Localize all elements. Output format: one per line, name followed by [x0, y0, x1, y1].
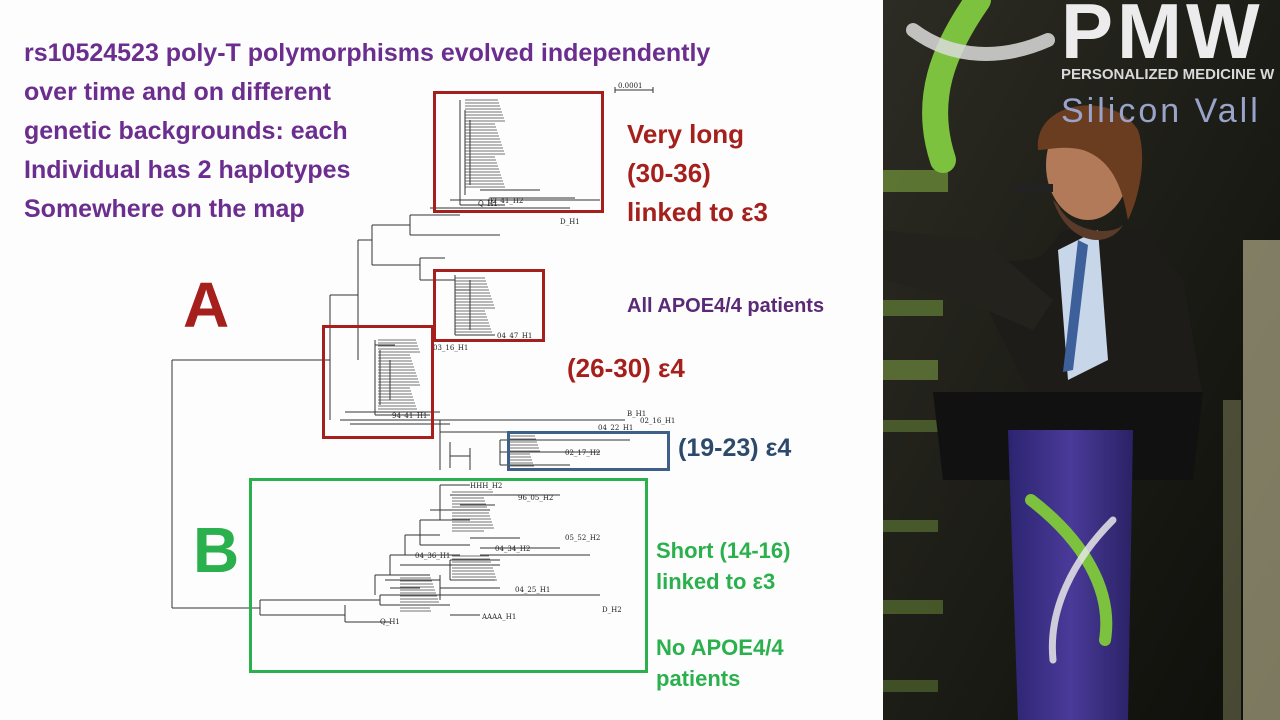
very-long-linkage: linked to ε3	[627, 197, 768, 227]
tip-label: D_H1	[560, 218, 580, 226]
no-apoe44-label-line-1: No APOE4/4	[656, 635, 784, 660]
tip-label: HHH_H2	[470, 482, 502, 490]
backdrop-stripes	[883, 170, 1280, 720]
very-long-label: Very long	[627, 119, 745, 149]
tip-label: AAAA_H1	[481, 613, 516, 621]
slide-title-line-5: Somewhere on the map	[24, 195, 305, 223]
tip-label: 04_34_H2	[495, 545, 530, 553]
very-long-cluster-box	[433, 91, 604, 213]
banner-location: Silicon Vall	[1061, 92, 1261, 130]
presentation-slide: rs10524523 poly-T polymorphisms evolved …	[0, 0, 883, 720]
range-26-30-label: (26-30) ε4	[567, 353, 685, 383]
slide-title-line-2: over time and on different	[24, 78, 331, 106]
tree-tip-labels: 02_41_H2 D_H1 Q_H1 04_47_H1 03_16_H1 B_H…	[380, 82, 675, 626]
clade-b-box	[249, 478, 648, 673]
logo-helix-icon	[906, 0, 1055, 173]
apoe44-cluster-box	[433, 269, 545, 342]
range-19-23-label: (19-23) ε4	[678, 434, 792, 462]
stage-scene	[883, 0, 1280, 720]
banner-logo-text: PMW	[1061, 0, 1264, 75]
slide-title-line-4: Individual has 2 haplotypes	[24, 156, 351, 184]
tip-label: 02_41_H2	[488, 197, 523, 205]
lectern	[933, 392, 1203, 720]
dense-tip-labels	[378, 99, 540, 612]
clade-b-label: B	[193, 514, 240, 586]
no-apoe44-label-line-2: patients	[656, 666, 741, 691]
tip-label: Q_H1	[478, 200, 498, 208]
stage-video-area: PMW PERSONALIZED MEDICINE W Silicon Vall	[883, 0, 1280, 720]
tip-label: 04_47_H1	[497, 332, 532, 340]
slide-title-line-3: genetic backgrounds: each	[24, 117, 348, 145]
short-linkage: linked to ε3	[656, 569, 776, 594]
speaker-figure	[883, 105, 1203, 420]
all-apoe44-label: All APOE4/4 patients	[627, 295, 825, 317]
tip-label: 04_36_H1	[415, 552, 450, 560]
tip-label: 04_25_H1	[515, 586, 550, 594]
scale-bar-label: 0.0001	[618, 82, 643, 90]
tip-label: 02_16_H1	[640, 417, 675, 425]
tip-label: 96_05_H2	[518, 494, 553, 502]
range-26-30-cluster-box	[322, 325, 434, 439]
tip-label: D_H2	[602, 606, 622, 614]
short-label: Short (14-16)	[656, 538, 791, 563]
tip-label: 04_22_H1	[598, 424, 633, 432]
tip-label: 05_52_H2	[565, 534, 600, 542]
clade-a-label: A	[183, 269, 230, 341]
tip-label: 94_41_H1	[392, 412, 427, 420]
tip-label: 03_16_H1	[433, 344, 468, 352]
tip-label: B_H1	[627, 410, 646, 418]
slide-title-line-1: rs10524523 poly-T polymorphisms evolved …	[24, 39, 711, 67]
tip-label: 02_17_H2	[565, 449, 600, 457]
range-19-23-cluster-box	[507, 431, 670, 471]
phylogenetic-tree: 02_41_H2 D_H1 Q_H1 04_47_H1 03_16_H1 B_H…	[171, 82, 675, 626]
tip-label: Q_H1	[380, 618, 400, 626]
banner-tagline: PERSONALIZED MEDICINE W	[1061, 66, 1275, 83]
very-long-range: (30-36)	[627, 158, 711, 188]
